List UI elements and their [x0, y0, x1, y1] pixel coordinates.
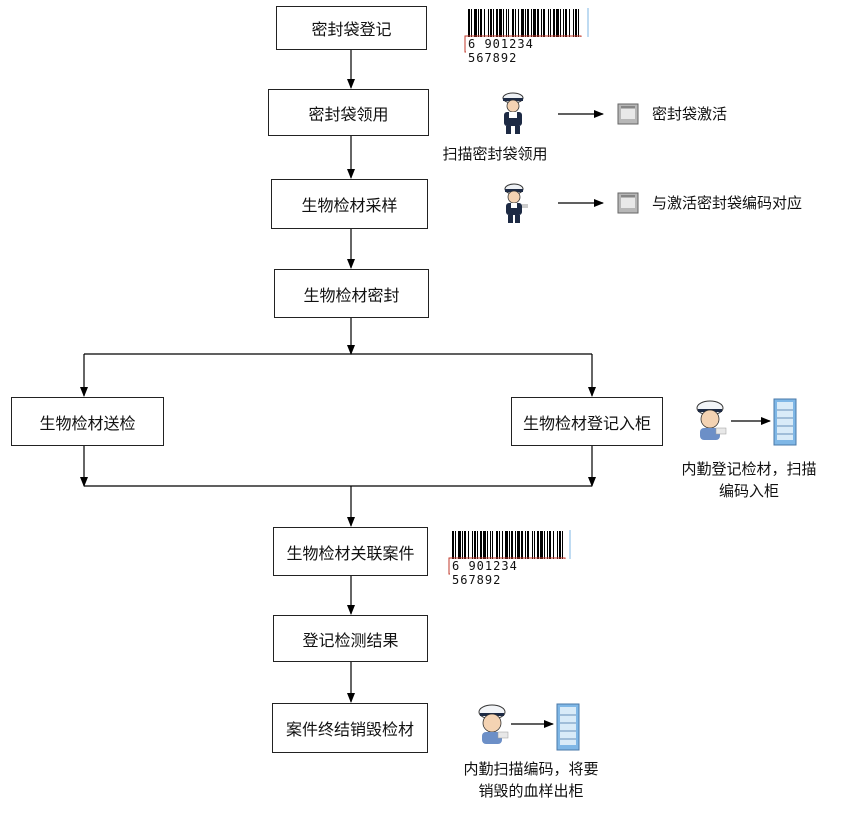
step-send-inspect: 生物检材送检 — [11, 397, 164, 446]
police-officer-icon — [502, 92, 524, 134]
note-activate-bag: 密封袋激活 — [652, 105, 728, 123]
step-destroy-label: 案件终结销毁检材 — [285, 720, 414, 739]
sealed-bag-icon — [617, 103, 639, 125]
police-officer-icon — [504, 183, 528, 223]
note-match-code: 与激活密封袋编码对应 — [652, 194, 803, 212]
step-sampling-label: 生物检材采样 — [301, 196, 398, 215]
barcode-number-mid: 6 901234 567892 — [450, 559, 574, 587]
storage-cabinet-icon — [556, 703, 580, 751]
note-scan-receive: 扫描密封袋领用 — [442, 145, 548, 163]
step-send-inspect-label: 生物检材送检 — [39, 413, 136, 433]
barcode-icon: 6 901234 567892 — [462, 6, 590, 65]
step-link-case: 生物检材关联案件 — [273, 527, 428, 576]
step-register-result-label: 登记检测结果 — [302, 630, 399, 650]
step-register-bag: 密封袋登记 — [276, 6, 427, 50]
sealed-bag-icon — [617, 192, 639, 214]
step-register-result: 登记检测结果 — [273, 615, 428, 662]
step-register-bag-label: 密封袋登记 — [311, 20, 392, 39]
step-destroy: 案件终结销毁检材 — [272, 703, 428, 753]
barcode-number-top: 6 901234 567892 — [466, 37, 590, 65]
step-sampling: 生物检材采样 — [271, 179, 428, 229]
note-inner-destroy-line1: 内勤扫描编码，将要 — [463, 760, 599, 778]
police-officer-icon — [478, 704, 509, 744]
police-officer-icon — [696, 400, 727, 440]
storage-cabinet-icon — [773, 398, 797, 446]
step-seal: 生物检材密封 — [274, 269, 429, 318]
step-receive-bag-label: 密封袋领用 — [308, 104, 389, 124]
note-inner-register-line1: 内勤登记检材，扫描 — [681, 460, 817, 478]
barcode-icon: 6 901234 567892 — [446, 528, 574, 587]
note-inner-register-line2: 编码入柜 — [718, 482, 779, 500]
step-register-cabinet-label: 生物检材登记入柜 — [522, 413, 651, 433]
step-seal-label: 生物检材密封 — [303, 285, 400, 305]
note-inner-destroy-line2: 销毁的血样出柜 — [478, 782, 584, 800]
step-receive-bag: 密封袋领用 — [268, 89, 429, 136]
step-register-cabinet: 生物检材登记入柜 — [511, 397, 663, 446]
step-link-case-label: 生物检材关联案件 — [286, 543, 415, 563]
